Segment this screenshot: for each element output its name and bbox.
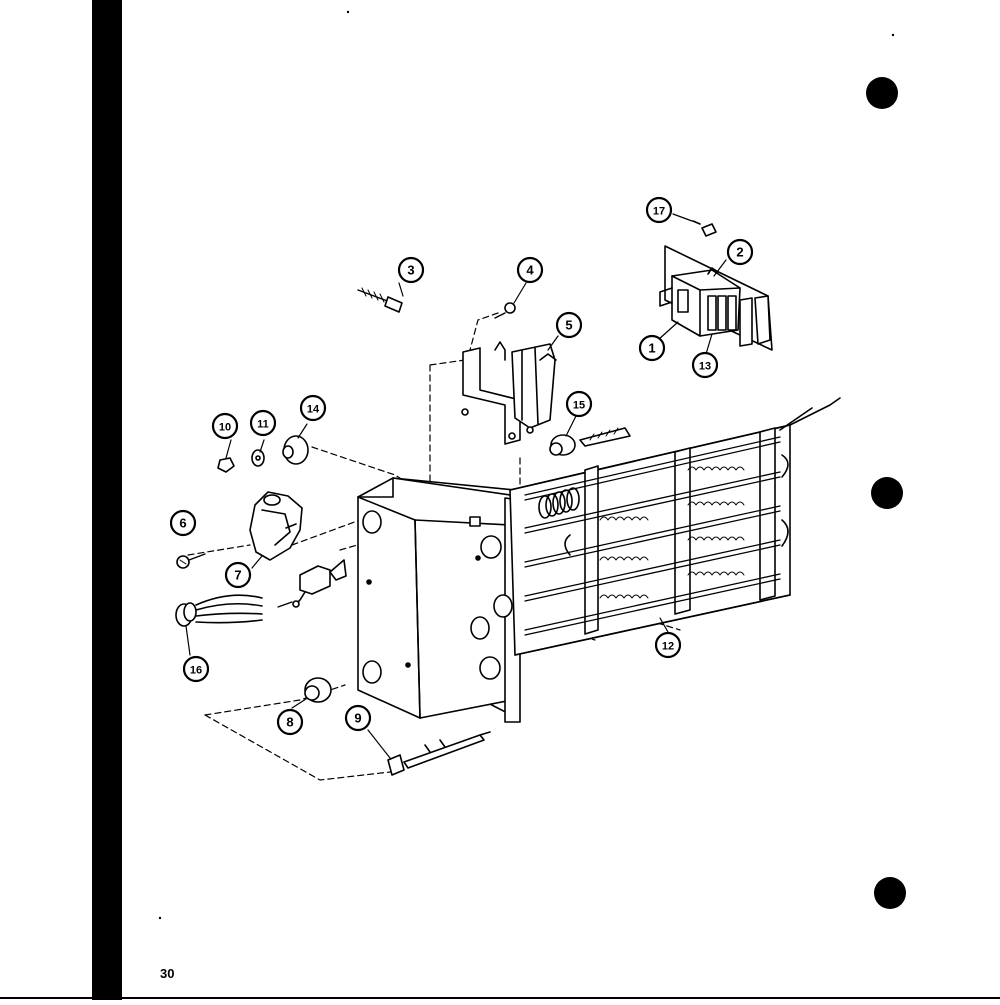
callout-10: 10	[211, 412, 239, 440]
callout-number: 12	[662, 641, 674, 653]
grommet-15	[549, 427, 631, 456]
callout-number: 5	[565, 318, 572, 333]
bolt-3	[357, 287, 403, 313]
callout-number: 11	[257, 419, 269, 431]
callout-12: 12	[654, 631, 682, 659]
switch-bracket-6	[461, 341, 557, 445]
callout-number: 13	[699, 361, 711, 373]
callout-9: 9	[344, 704, 372, 732]
callout-4: 4	[516, 256, 544, 284]
washer-11	[251, 449, 265, 467]
screw-5-lower	[176, 553, 206, 569]
callout-number: 7	[234, 568, 241, 583]
binder-hole	[874, 877, 906, 909]
callout-7: 7	[224, 561, 252, 589]
grommet-8	[304, 677, 332, 703]
callout-number: 9	[354, 711, 361, 726]
callout-number: 2	[736, 245, 743, 260]
callout-15: 15	[565, 390, 593, 418]
screw-5-upper	[494, 302, 516, 319]
callout-number: 3	[407, 263, 414, 278]
callout-number: 1	[648, 341, 655, 356]
callout-number: 10	[219, 422, 231, 434]
callout-8: 8	[276, 708, 304, 736]
nut-10	[217, 457, 235, 473]
binder-hole	[866, 77, 898, 109]
terminal-9	[387, 731, 491, 776]
callout-number: 8	[286, 715, 293, 730]
callout-number: 16	[190, 665, 202, 677]
heater-element-assembly	[509, 397, 841, 656]
callout-11: 11	[249, 409, 277, 437]
screw-17	[692, 220, 717, 237]
callout-5: 5	[555, 311, 583, 339]
left-binding-strip	[92, 0, 122, 1000]
relay-contactor-assembly	[659, 245, 773, 351]
callout-1: 1	[638, 334, 666, 362]
callout-number: 4	[526, 263, 534, 278]
callout-6: 6	[169, 509, 197, 537]
callout-number: 6	[179, 516, 186, 531]
callout-number: 15	[573, 400, 585, 412]
page-number: 30	[160, 966, 175, 981]
binder-hole	[871, 477, 903, 509]
switch-4	[292, 559, 347, 608]
spacer-14	[282, 435, 309, 465]
callout-number: 17	[653, 206, 665, 218]
thermostat-7	[249, 491, 303, 561]
control-box	[357, 477, 521, 723]
callout-leaders	[185, 213, 727, 759]
callout-13: 13	[691, 351, 719, 379]
callout-14: 14	[299, 394, 327, 422]
callout-3: 3	[397, 256, 425, 284]
callout-2: 2	[726, 238, 754, 266]
callout-number: 14	[307, 404, 320, 416]
callout-17: 17	[645, 196, 673, 224]
coil-spring	[538, 487, 580, 519]
wire-harness-16	[175, 594, 263, 627]
callout-16: 16	[182, 655, 210, 683]
